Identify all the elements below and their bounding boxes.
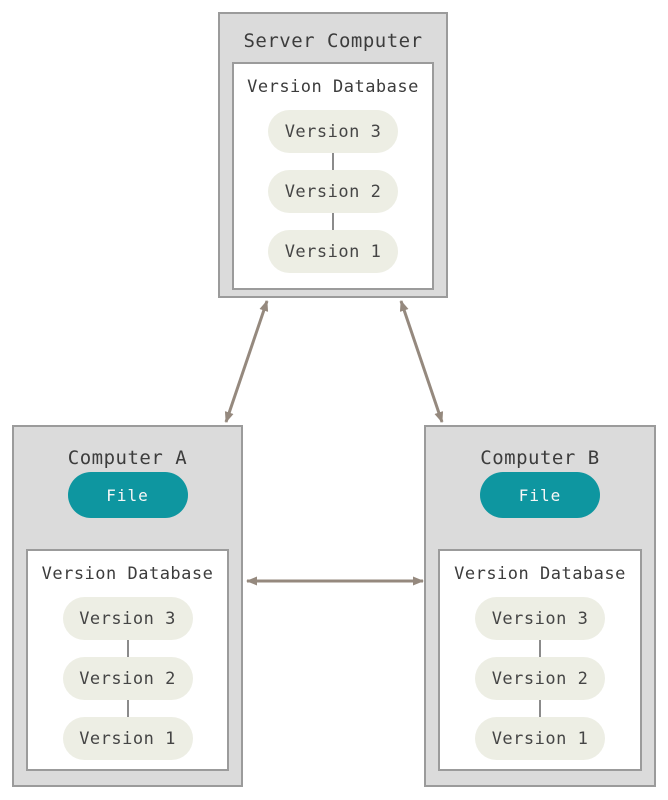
version-database-title: Version Database <box>41 564 214 584</box>
computer-a-version-database-box: Version Database Version 3 Version 2 Ver… <box>26 549 229 771</box>
version-pill: Version 3 <box>62 597 193 640</box>
version-pill: Version 2 <box>62 657 193 700</box>
sync-arrow-server-computer-a <box>224 300 269 423</box>
version-pill: Version 3 <box>268 110 398 153</box>
version-link-line <box>539 640 541 657</box>
server-computer-box: Server Computer Version Database Version… <box>218 12 448 298</box>
file-pill: File <box>480 472 600 518</box>
computer-a-title: Computer A <box>67 447 188 469</box>
computer-b-version-database-box: Version Database Version 3 Version 2 Ver… <box>438 549 642 771</box>
computer-a-box: Computer A File Version Database Version… <box>12 425 243 787</box>
version-database-title: Version Database <box>454 564 626 584</box>
computer-b-box: Computer B File Version Database Version… <box>424 425 656 787</box>
version-link-line <box>126 640 129 657</box>
computer-b-title: Computer B <box>480 447 600 469</box>
version-database-title: Version Database <box>247 77 419 97</box>
version-link-line <box>539 700 541 717</box>
version-pill: Version 2 <box>475 657 605 700</box>
version-pill: Version 1 <box>475 717 605 760</box>
version-link-line <box>332 213 334 230</box>
file-pill: File <box>67 472 188 518</box>
version-pill: Version 2 <box>268 170 398 213</box>
server-version-database-box: Version Database Version 3 Version 2 Ver… <box>232 62 434 290</box>
sync-arrow-server-computer-b <box>399 300 444 423</box>
version-link-line <box>126 700 129 717</box>
version-link-line <box>332 153 334 170</box>
version-pill: Version 1 <box>62 717 193 760</box>
version-pill: Version 3 <box>475 597 605 640</box>
server-computer-title: Server Computer <box>243 30 423 52</box>
version-pill: Version 1 <box>268 230 398 273</box>
